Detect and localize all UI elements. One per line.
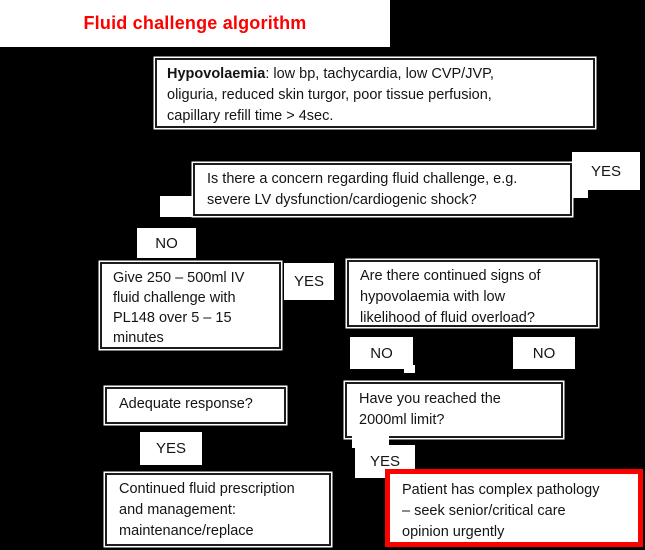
hypovolaemia-line2: oliguria, reduced skin turgor, poor tiss… [167, 87, 492, 103]
continued-prescription-box: Continued fluid prescription and managem… [105, 473, 331, 546]
no-label-concern: NO [137, 228, 196, 258]
give-fluid-challenge-box: Give 250 – 500ml IV fluid challenge with… [100, 262, 281, 349]
yes-label-concern: YES [572, 152, 640, 190]
page-title: Fluid challenge algorithm [83, 13, 307, 33]
connector-fragment [160, 196, 193, 217]
no-label-signs-left: NO [350, 337, 413, 369]
continued-signs-question-box: Are there continued signs of hypovolaemi… [347, 260, 598, 327]
hypovolaemia-line1: Hypovolaemia: low bp, tachycardia, low C… [167, 66, 494, 82]
complex-pathology-alert-box: Patient has complex pathology – seek sen… [385, 469, 643, 547]
connector-fragment [572, 188, 588, 198]
hypovolaemia-definition-box: Hypovolaemia: low bp, tachycardia, low C… [155, 58, 595, 128]
fluid-limit-question-box: Have you reached the 2000ml limit? [345, 382, 563, 438]
yes-label-adequate: YES [140, 432, 202, 465]
adequate-response-question-box: Adequate response? [105, 387, 286, 424]
title-banner: Fluid challenge algorithm [0, 0, 390, 47]
fluid-concern-question-box: Is there a concern regarding fluid chall… [193, 163, 572, 216]
hypovolaemia-line3: capillary refill time > 4sec. [167, 108, 334, 124]
no-label-signs-right: NO [513, 337, 575, 369]
yes-label-give: YES [284, 263, 334, 300]
connector-fragment [404, 365, 415, 373]
